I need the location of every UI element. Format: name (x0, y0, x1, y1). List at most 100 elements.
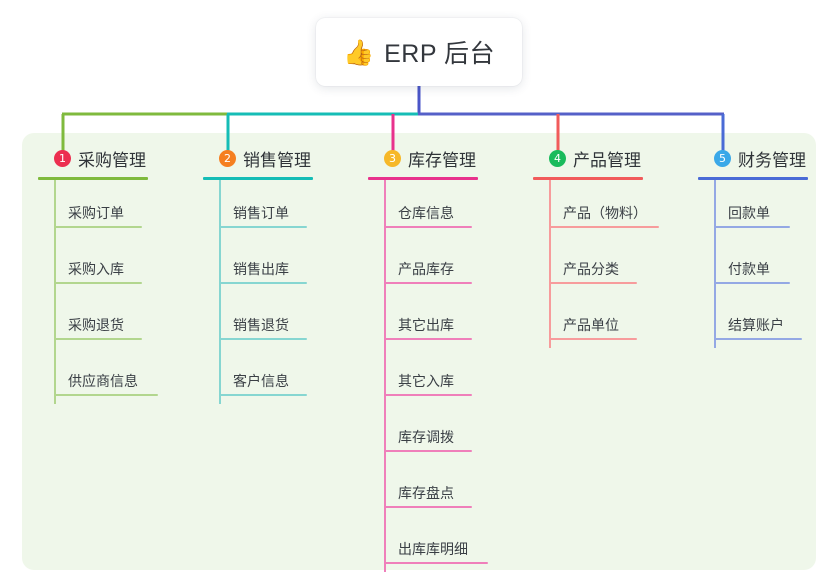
leaf-item-underline (384, 226, 472, 228)
leaf-item[interactable]: 付款单 (698, 236, 808, 292)
leaf-item-label: 客户信息 (233, 373, 289, 389)
leaf-item-label: 采购订单 (68, 205, 124, 221)
leaf-item-label: 付款单 (728, 261, 770, 277)
branch-stem-2 (219, 180, 221, 404)
branch-title-3: 库存管理 (408, 150, 476, 170)
diagram-background-panel (22, 133, 816, 570)
leaf-item-underline (54, 394, 158, 396)
leaf-item-label: 仓库信息 (398, 205, 454, 221)
leaf-item[interactable]: 供应商信息 (38, 348, 158, 404)
branch-underline-1 (38, 177, 148, 180)
leaf-item-underline (384, 506, 472, 508)
leaf-item-underline (54, 282, 142, 284)
leaf-item-label: 销售退货 (233, 317, 289, 333)
leaf-item[interactable]: 采购订单 (38, 180, 148, 236)
leaf-item-label: 供应商信息 (68, 373, 138, 389)
leaf-item-label: 回款单 (728, 205, 770, 221)
branch-header-3[interactable]: 3 库存管理 (368, 146, 478, 170)
branch-stem-3 (384, 180, 386, 572)
leaf-item[interactable]: 销售退货 (203, 292, 313, 348)
leaf-item-label: 销售订单 (233, 205, 289, 221)
leaf-item-underline (384, 282, 472, 284)
branch-underline-4 (533, 177, 643, 180)
leaf-item-underline (714, 282, 790, 284)
leaf-item-underline (714, 226, 790, 228)
branch-title-2: 销售管理 (243, 150, 311, 170)
branch-column-2: 2 销售管理销售订单销售出库销售退货客户信息 (203, 146, 313, 404)
leaf-item[interactable]: 库存调拨 (368, 404, 478, 460)
leaf-item-underline (384, 394, 472, 396)
leaf-item-underline (549, 282, 637, 284)
branch-header-2[interactable]: 2 销售管理 (203, 146, 313, 170)
branch-header-1[interactable]: 1 采购管理 (38, 146, 148, 170)
leaf-item[interactable]: 客户信息 (203, 348, 313, 404)
leaf-item[interactable]: 产品分类 (533, 236, 643, 292)
branch-children-3: 仓库信息产品库存其它出库其它入库库存调拨库存盘点出库库明细 (368, 180, 488, 572)
leaf-item-underline (219, 338, 307, 340)
leaf-item[interactable]: 产品库存 (368, 236, 478, 292)
leaf-item[interactable]: 库存盘点 (368, 460, 478, 516)
branch-badge-5: 5 (714, 149, 731, 167)
branch-stem-1 (54, 180, 56, 404)
leaf-item-underline (384, 338, 472, 340)
branch-badge-1: 1 (54, 149, 71, 167)
branch-underline-2 (203, 177, 313, 180)
leaf-item-label: 产品分类 (563, 261, 619, 277)
branch-header-5[interactable]: 5 财务管理 (698, 146, 808, 170)
branch-column-3: 3 库存管理仓库信息产品库存其它出库其它入库库存调拨库存盘点出库库明细 (368, 146, 488, 572)
leaf-item-label: 产品库存 (398, 261, 454, 277)
branch-column-4: 4 产品管理产品（物料） 产品分类产品单位 (533, 146, 659, 348)
leaf-item-label: 产品单位 (563, 317, 619, 333)
leaf-item[interactable]: 采购入库 (38, 236, 148, 292)
leaf-item-label: 库存调拨 (398, 429, 454, 445)
branch-badge-3: 3 (384, 149, 401, 167)
branch-children-1: 采购订单采购入库采购退货供应商信息 (38, 180, 158, 404)
branch-stem-5 (714, 180, 716, 348)
leaf-item[interactable]: 仓库信息 (368, 180, 478, 236)
branch-badge-4: 4 (549, 149, 566, 167)
leaf-item-label: 出库库明细 (398, 541, 468, 557)
leaf-item[interactable]: 其它出库 (368, 292, 478, 348)
leaf-item-underline (714, 338, 802, 340)
leaf-item-underline (54, 338, 142, 340)
leaf-item[interactable]: 其它入库 (368, 348, 478, 404)
leaf-item-underline (219, 226, 307, 228)
branch-children-4: 产品（物料） 产品分类产品单位 (533, 180, 659, 348)
branch-children-5: 回款单付款单结算账户 (698, 180, 808, 348)
leaf-item-label: 其它出库 (398, 317, 454, 333)
leaf-item[interactable]: 产品（物料） (533, 180, 659, 236)
branch-column-5: 5 财务管理回款单付款单结算账户 (698, 146, 808, 348)
branch-underline-3 (368, 177, 478, 180)
leaf-item-label: 结算账户 (728, 317, 784, 333)
branch-title-4: 产品管理 (573, 150, 641, 170)
thumbs-up-icon: 👍 (342, 37, 375, 67)
leaf-item[interactable]: 采购退货 (38, 292, 148, 348)
branch-title-5: 财务管理 (738, 150, 806, 170)
leaf-item-underline (384, 562, 488, 564)
leaf-item[interactable]: 销售出库 (203, 236, 313, 292)
leaf-item[interactable]: 销售订单 (203, 180, 313, 236)
leaf-item-label: 采购入库 (68, 261, 124, 277)
root-node-card[interactable]: 👍 ERP 后台 (316, 18, 522, 86)
leaf-item[interactable]: 回款单 (698, 180, 808, 236)
branch-column-1: 1 采购管理采购订单采购入库采购退货供应商信息 (38, 146, 158, 404)
branch-badge-2: 2 (219, 149, 236, 167)
branch-stem-4 (549, 180, 551, 348)
branch-underline-5 (698, 177, 808, 180)
branch-header-4[interactable]: 4 产品管理 (533, 146, 643, 170)
leaf-item[interactable]: 产品单位 (533, 292, 643, 348)
branch-title-1: 采购管理 (78, 150, 146, 170)
leaf-item-underline (219, 282, 307, 284)
leaf-item[interactable]: 结算账户 (698, 292, 808, 348)
leaf-item-underline (549, 226, 659, 228)
root-node-title: ERP 后台 (384, 40, 496, 68)
leaf-item-underline (54, 226, 142, 228)
leaf-item[interactable]: 出库库明细 (368, 516, 488, 572)
leaf-item-label: 销售出库 (233, 261, 289, 277)
leaf-item-label: 其它入库 (398, 373, 454, 389)
leaf-item-label: 产品（物料） (563, 205, 647, 221)
branch-children-2: 销售订单销售出库销售退货客户信息 (203, 180, 313, 404)
leaf-item-label: 库存盘点 (398, 485, 454, 501)
leaf-item-underline (219, 394, 307, 396)
